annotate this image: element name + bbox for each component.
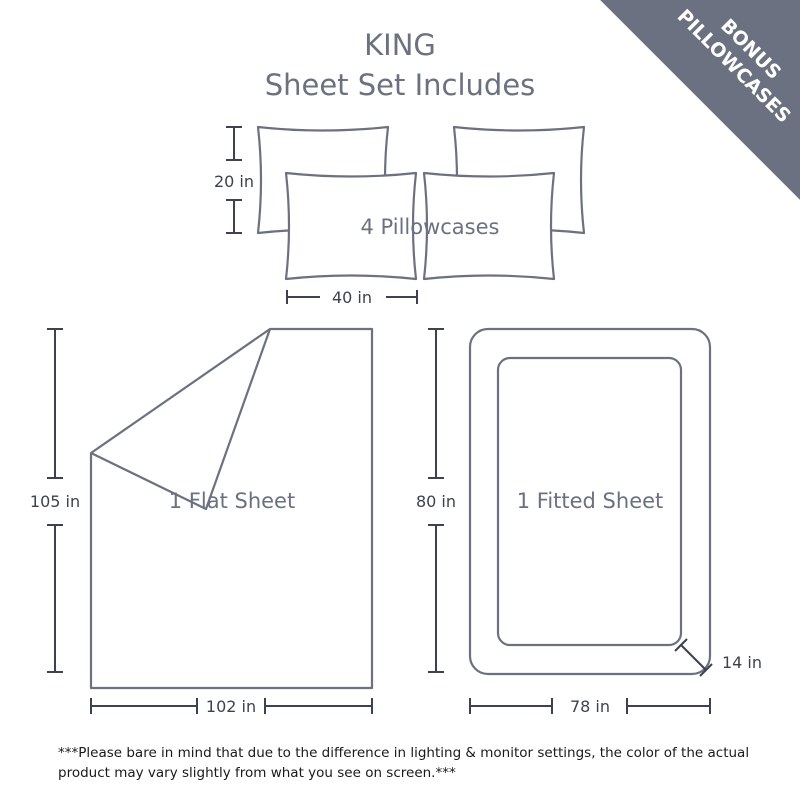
fitted-sheet-label: 1 Fitted Sheet <box>517 489 664 513</box>
pillow-width-label: 40 in <box>332 288 372 307</box>
pillow-height-label: 20 in <box>214 172 254 191</box>
set-title: Sheet Set Includes <box>264 68 536 102</box>
pillowcase-front-left <box>284 171 418 281</box>
fitted-sheet-inner <box>496 356 683 647</box>
size-title: KING <box>364 28 436 62</box>
pillowcase-front-right <box>422 171 556 281</box>
flat-sheet-fold <box>90 328 272 511</box>
flat-sheet-label: 1 Flat Sheet <box>169 489 295 513</box>
flat-sheet-width-label: 102 in <box>206 697 256 716</box>
flat-sheet-height-label: 105 in <box>30 492 80 511</box>
fitted-sheet-height-label: 80 in <box>416 492 456 511</box>
pillowcases-label: 4 Pillowcases <box>361 215 500 239</box>
fitted-sheet-depth-label: 14 in <box>722 653 762 672</box>
flat-sheet <box>89 327 374 690</box>
fitted-sheet-outer <box>468 327 712 676</box>
sheet-set-diagram: 20 in 40 in 4 Pillowcases 1 Flat Sheet 1… <box>30 125 762 716</box>
bonus-banner: BONUS PILLOWCASES <box>560 0 800 240</box>
fitted-sheet-width-label: 78 in <box>570 697 610 716</box>
color-disclaimer: ***Please bare in mind that due to the d… <box>58 745 750 781</box>
